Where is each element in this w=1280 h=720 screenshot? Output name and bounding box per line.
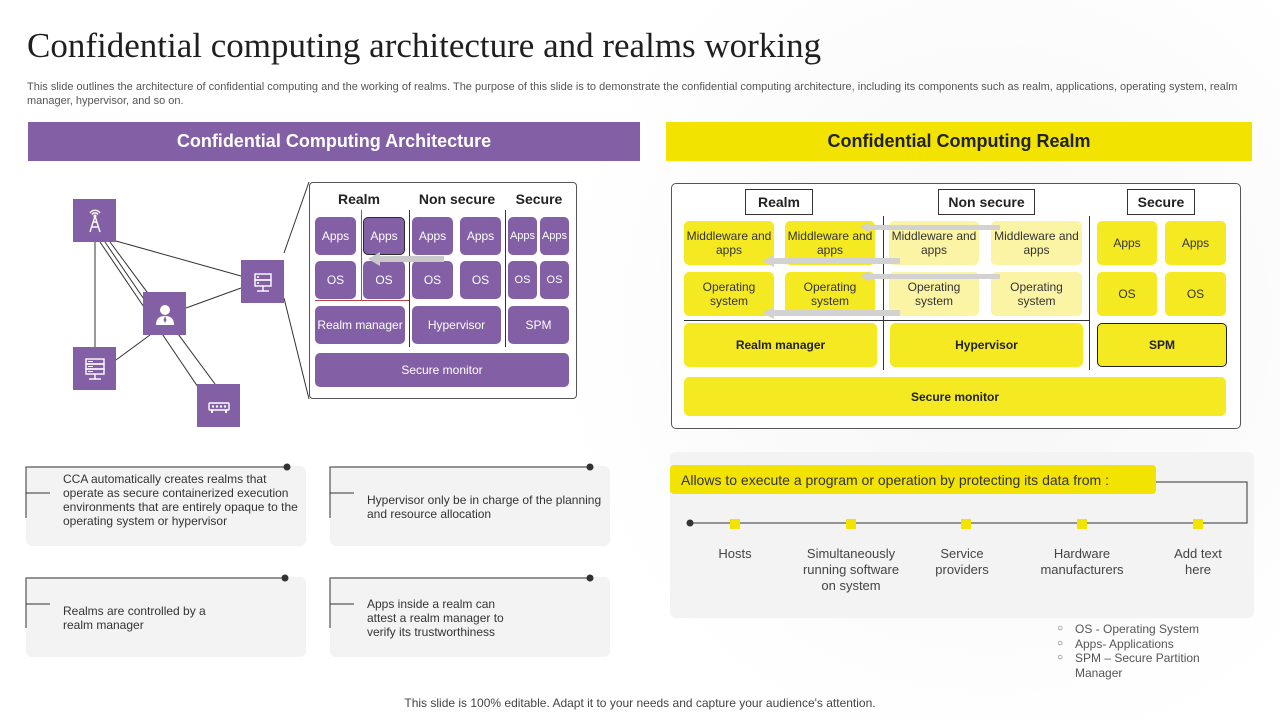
user-icon — [143, 292, 186, 335]
spm-box: SPM — [1097, 323, 1227, 367]
note-text: CCA automatically creates realms that op… — [63, 472, 298, 528]
secure-monitor-box: Secure monitor — [684, 377, 1226, 416]
realm-os-box: OS — [315, 261, 356, 299]
secure-os-box: OS — [508, 261, 537, 299]
note-card — [330, 466, 610, 546]
server-icon — [73, 347, 116, 390]
server-rack-icon — [241, 260, 284, 303]
secure-os-box: OS — [1165, 272, 1226, 316]
middleware-apps-box: Middleware and apps — [785, 221, 875, 265]
legend-item: ○Apps- Applications — [1057, 636, 1174, 651]
note-card — [330, 577, 610, 657]
hypervisor-box: Hypervisor — [890, 323, 1083, 367]
timeline-label: Service providers — [935, 546, 989, 577]
timeline-marker — [1193, 519, 1203, 529]
middleware-apps-box: Middleware and apps — [684, 221, 774, 265]
circle-bullet-icon: ○ — [1057, 623, 1064, 634]
timeline-marker — [1077, 519, 1087, 529]
footer-note: This slide is 100% editable. Adapt it to… — [404, 696, 876, 710]
secure-apps-box: Apps — [1097, 221, 1157, 265]
middleware-apps-box: Middleware and apps — [991, 221, 1082, 265]
timeline-marker — [730, 519, 740, 529]
column-divider — [409, 210, 410, 347]
abbreviation-legend: ○OS - Operating System ○Apps- Applicatio… — [1057, 622, 1210, 680]
note-card — [26, 577, 306, 657]
column-header-realm: Realm — [745, 189, 813, 215]
column-header-secure: Secure — [1127, 189, 1195, 215]
realm-manager-box: Realm manager — [684, 323, 877, 367]
spm-box: SPM — [508, 306, 569, 344]
column-header-non-secure: Non secure — [938, 189, 1035, 215]
column-header-realm: Realm — [337, 191, 381, 207]
router-icon — [197, 384, 240, 427]
realm-manager-box: Realm manager — [315, 306, 405, 344]
realm-divider — [315, 300, 409, 301]
antenna-tower-icon — [73, 199, 116, 242]
secure-os-box: OS — [1097, 272, 1157, 316]
column-divider — [505, 210, 506, 347]
timeline-label: Hardware manufacturers — [1040, 546, 1124, 577]
page-title: Confidential computing architecture and … — [27, 26, 822, 65]
column-divider — [883, 216, 884, 370]
note-text: Apps inside a realm can attest a realm m… — [367, 597, 504, 639]
legend-item: ○OS - Operating System — [1057, 622, 1200, 636]
secure-os-box: OS — [540, 261, 569, 299]
left-arrow-icon — [368, 252, 444, 266]
timeline-marker — [961, 519, 971, 529]
realm-apps-box: Apps — [315, 217, 356, 255]
timeline-label: Hosts — [718, 546, 752, 561]
hypervisor-box: Hypervisor — [412, 306, 501, 344]
row-divider — [684, 320, 1090, 321]
column-header-non-secure: Non secure — [418, 191, 496, 207]
realm-apps-box: Apps — [363, 217, 405, 255]
realm-header: Confidential Computing Realm — [666, 122, 1252, 161]
non-secure-os-box: OS — [412, 261, 453, 299]
page-description: This slide outlines the architecture of … — [27, 81, 1238, 107]
secure-monitor-box: Secure monitor — [315, 353, 569, 387]
operating-system-box: Operating system — [684, 272, 774, 316]
timeline-banner: Allows to execute a program or operation… — [670, 465, 1156, 494]
non-secure-os-box: OS — [460, 261, 501, 299]
timeline-label: Simultaneously running software on syste… — [802, 546, 900, 593]
non-secure-apps-box: Apps — [412, 217, 453, 255]
secure-apps-box: Apps — [1165, 221, 1226, 265]
architecture-header: Confidential Computing Architecture — [28, 122, 640, 161]
timeline-label: Add text here — [1174, 546, 1222, 577]
operating-system-box: Operating system — [889, 272, 979, 316]
column-divider — [1089, 216, 1090, 370]
note-connectors — [25, 463, 594, 628]
operating-system-box: Operating system — [991, 272, 1082, 316]
secure-apps-box: Apps — [540, 217, 569, 255]
column-header-secure: Secure — [515, 191, 563, 207]
timeline-marker — [846, 519, 856, 529]
note-text: Realms are controlled by a realm manager — [63, 604, 206, 632]
secure-apps-box: Apps — [508, 217, 537, 255]
note-card — [26, 466, 306, 546]
non-secure-apps-box: Apps — [460, 217, 501, 255]
circle-bullet-icon: ○ — [1057, 652, 1064, 663]
note-text: Hypervisor only be in charge of the plan… — [367, 493, 602, 521]
circle-bullet-icon: ○ — [1057, 637, 1064, 649]
left-arrow-icon — [762, 222, 1000, 319]
operating-system-box: Operating system — [785, 272, 875, 316]
legend-item: ○SPM – Secure Partition Manager — [1057, 651, 1200, 680]
realm-os-box: OS — [363, 261, 405, 299]
realm-divider — [361, 210, 362, 300]
